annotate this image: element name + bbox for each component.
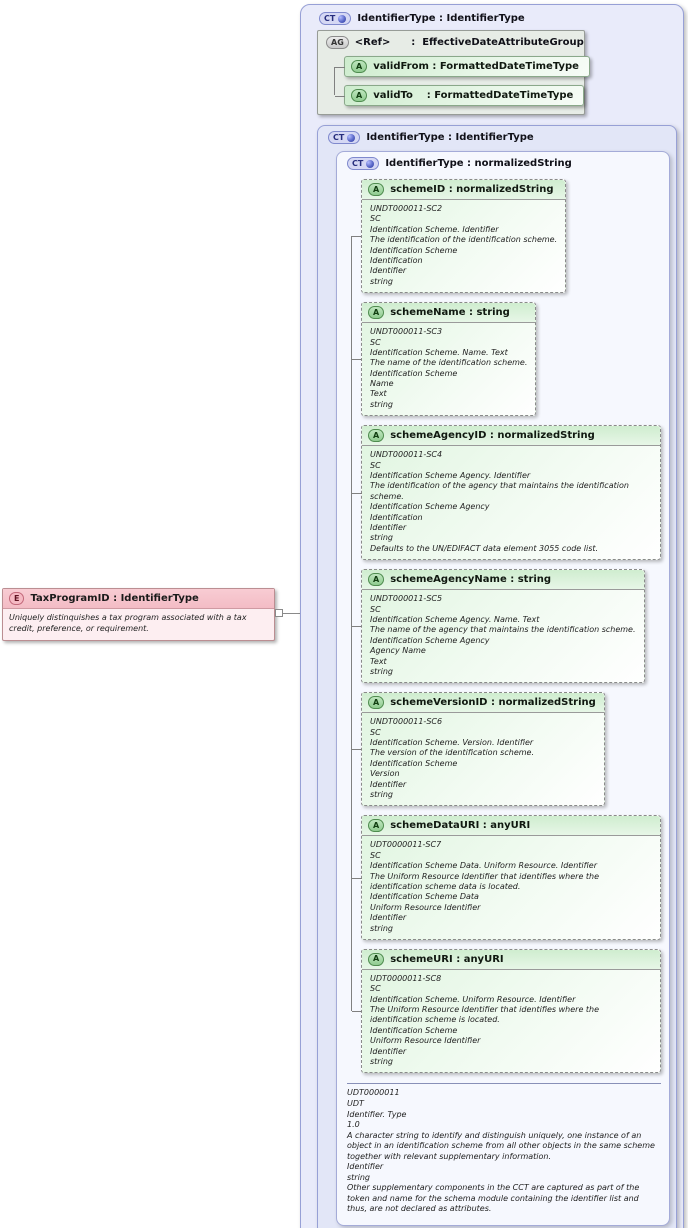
attribute-doc: UDT0000011-SC7 SC Identification Scheme … [370, 840, 600, 933]
attribute-title: validFrom : FormattedDateTimeType [373, 61, 579, 72]
attribute-header[interactable]: A schemeVersionID : normalizedString [362, 693, 604, 714]
complextype-identifiertype-inner: CT IdentifierType : IdentifierType CT Id… [317, 125, 677, 1228]
attribute-badge: A [368, 696, 385, 710]
attribute-header[interactable]: A schemeName : string [362, 303, 536, 324]
attribute-title: schemeAgencyName : string [390, 574, 552, 586]
content-ct-title: IdentifierType : normalizedString [385, 158, 572, 169]
complextype-normalizedstring: CT IdentifierType : normalizedString A s… [336, 151, 670, 1226]
element-doc: Uniquely distinquishes a tax program ass… [9, 613, 247, 633]
attribute-group-box: AG <Ref> : EffectiveDateAttributeGroup A… [317, 30, 590, 115]
complex-type-badge: CT [347, 157, 380, 170]
element-box-taxprogramid: E TaxProgramID : IdentifierType Uniquely… [2, 588, 275, 641]
attribute-schemeagencyid: A schemeAgencyID : normalizedString UNDT… [352, 425, 661, 561]
complex-type-badge: CT [319, 12, 352, 25]
attribute-badge: A [368, 183, 385, 196]
attribute-schemeuri: A schemeURI : anyURI UDT0000011-SC8 SC I… [352, 948, 661, 1074]
attribute-group-header[interactable]: AG <Ref> : EffectiveDateAttributeGroup [324, 33, 584, 54]
attribute-schemename: A schemeName : string UNDT000011-SC3 SC … [351, 302, 537, 417]
attribute-doc: UNDT000011-SC3 SC Identification Scheme.… [370, 327, 528, 409]
content-ct-header[interactable]: CT IdentifierType : normalizedString [345, 154, 661, 175]
attribute-doc: UNDT000011-SC5 SC Identification Scheme … [370, 594, 636, 676]
attribute-schemeagencyname: A schemeAgencyName : string UNDT000011-S… [352, 569, 645, 684]
attribute-title: schemeName : string [390, 307, 510, 319]
attribute-badge: A [368, 819, 385, 833]
attribute-validto[interactable]: A validTo : FormattedDateTimeType [334, 85, 585, 106]
connector-line [283, 613, 300, 614]
attribute-group-attributes: A validFrom : FormattedDateTimeType A va… [334, 56, 590, 106]
attribute-badge: A [351, 89, 368, 102]
attribute-header[interactable]: A schemeDataURI : anyURI [362, 816, 660, 837]
element-header[interactable]: E TaxProgramID : IdentifierType [3, 589, 274, 609]
outer-ct-header[interactable]: CT IdentifierType : IdentifierType [317, 9, 677, 30]
outer-ct-title: IdentifierType : IdentifierType [357, 13, 525, 24]
attribute-header[interactable]: A schemeID : normalizedString [362, 180, 566, 200]
attribute-badge: A [368, 306, 385, 320]
attribute-doc: UNDT000011-SC2 SC Identification Scheme.… [370, 204, 558, 286]
complex-type-badge: CT [328, 131, 361, 144]
attribute-badge: A [368, 429, 385, 443]
complextype-identifiertype-outer: CT IdentifierType : IdentifierType AG <R… [300, 4, 684, 1228]
attribute-header[interactable]: A schemeAgencyID : normalizedString [362, 426, 660, 447]
attribute-group-title: <Ref> : EffectiveDateAttributeGroup [354, 37, 584, 48]
attribute-doc: UDT0000011-SC8 SC Identification Scheme.… [370, 973, 600, 1067]
attribute-list: A schemeID : normalizedString UNDT000011… [351, 179, 661, 1074]
attribute-badge: A [351, 60, 368, 73]
attribute-title: validTo : FormattedDateTimeType [373, 90, 574, 101]
attribute-title: schemeURI : anyURI [390, 953, 504, 965]
attribute-header[interactable]: A schemeURI : anyURI [362, 949, 660, 970]
attribute-schemedatauri: A schemeDataURI : anyURI UDT0000011-SC7 … [352, 815, 661, 940]
element-title: TaxProgramID : IdentifierType [30, 593, 199, 604]
attribute-title: schemeID : normalizedString [390, 184, 554, 195]
ct-orb-icon [366, 159, 375, 168]
expand-handle-icon[interactable] [275, 609, 283, 617]
attribute-header[interactable]: A schemeAgencyName : string [362, 570, 644, 591]
attribute-badge: A [368, 573, 385, 587]
inner-ct-title: IdentifierType : IdentifierType [366, 132, 534, 143]
attribute-validfrom[interactable]: A validFrom : FormattedDateTimeType [335, 56, 590, 77]
type-documentation: UDT0000011 UDT Identifier. Type 1.0 A ch… [347, 1083, 661, 1215]
attribute-title: schemeAgencyID : normalizedString [390, 430, 595, 442]
attribute-doc: UNDT000011-SC4 SC Identification Scheme … [370, 450, 629, 553]
attribute-schemeid: A schemeID : normalizedString UNDT000011… [351, 179, 567, 294]
attribute-schemeversionid: A schemeVersionID : normalizedString UND… [352, 692, 605, 807]
attribute-badge: A [368, 952, 385, 966]
attribute-doc: UNDT000011-SC6 SC Identification Scheme.… [370, 717, 534, 800]
attribute-group-badge: AG [326, 36, 349, 49]
ct-orb-icon [338, 14, 347, 23]
attribute-title: schemeDataURI : anyURI [390, 820, 531, 832]
attribute-title: schemeVersionID : normalizedString [390, 697, 596, 709]
badge-label: CT [333, 132, 345, 142]
ct-orb-icon [347, 133, 356, 142]
inner-ct-header[interactable]: CT IdentifierType : IdentifierType [326, 128, 668, 149]
badge-label: CT [352, 158, 364, 168]
badge-label: CT [324, 13, 336, 23]
element-badge: E [9, 592, 25, 605]
